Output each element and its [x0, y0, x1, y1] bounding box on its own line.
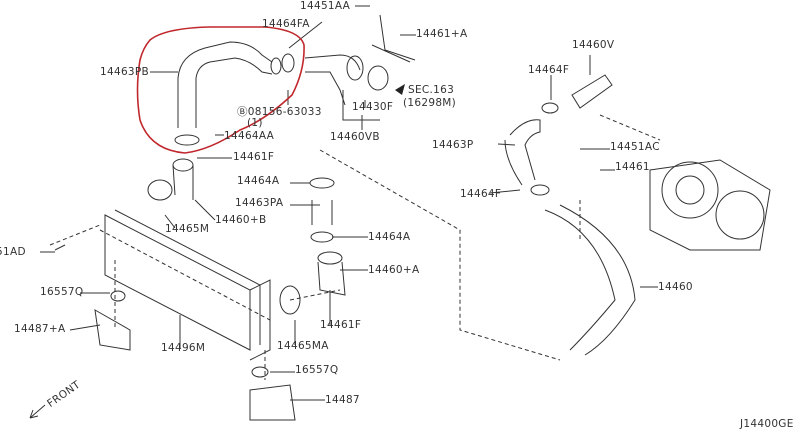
label-14465M: 14465M	[165, 223, 210, 235]
label-bolt: Ⓑ08156-63033	[237, 106, 322, 118]
label-14464F-bottom: 14464F	[460, 188, 502, 200]
front-arrow-icon	[29, 404, 46, 419]
label-14451AA: 14451AA	[300, 0, 351, 12]
label-14460: 14460	[658, 281, 693, 293]
label-14464FA: 14464FA	[262, 18, 310, 30]
label-14430F: 14430F	[352, 101, 394, 113]
label-51AD: 51AD	[0, 246, 26, 258]
label-14461-A: 14461+A	[416, 28, 468, 40]
label-14463P: 14463P	[432, 139, 474, 151]
label-sec-163-sub: (16298M)	[403, 97, 457, 109]
label-14460-B: 14460+B	[215, 214, 267, 226]
label-14464A-bottom: 14464A	[368, 231, 411, 243]
label-14464F-top: 14464F	[528, 64, 570, 76]
label-bolt-qty: (1)	[247, 117, 263, 129]
diagram-code: J14400GE	[740, 418, 794, 430]
sec-arrow-icon	[395, 84, 405, 95]
label-14460V: 14460V	[572, 39, 615, 51]
label-14464AA: 14464AA	[224, 130, 275, 142]
label-14461F-top: 14461F	[233, 151, 275, 163]
label-14465MA: 14465MA	[277, 340, 329, 352]
label-14463PB: 14463PB	[100, 66, 150, 78]
label-14460VB: 14460VB	[330, 131, 380, 143]
label-14463PA: 14463PA	[235, 197, 284, 209]
label-sec-163: SEC.163	[408, 84, 455, 96]
label-14487: 14487	[325, 394, 360, 406]
label-14464A-top: 14464A	[237, 175, 280, 187]
label-16557Q-right: 16557Q	[295, 364, 339, 376]
label-14461F-bottom: 14461F	[320, 319, 362, 331]
label-14460-A: 14460+A	[368, 264, 420, 276]
label-14461: 14461	[615, 161, 650, 173]
label-14487-A: 14487+A	[14, 323, 66, 335]
label-16557Q-left: 16557Q	[40, 286, 84, 298]
label-14451AC: 14451AC	[610, 141, 660, 153]
hose-14463PB	[177, 41, 273, 128]
label-14496M: 14496M	[161, 342, 206, 354]
highlight-outline	[136, 26, 305, 154]
